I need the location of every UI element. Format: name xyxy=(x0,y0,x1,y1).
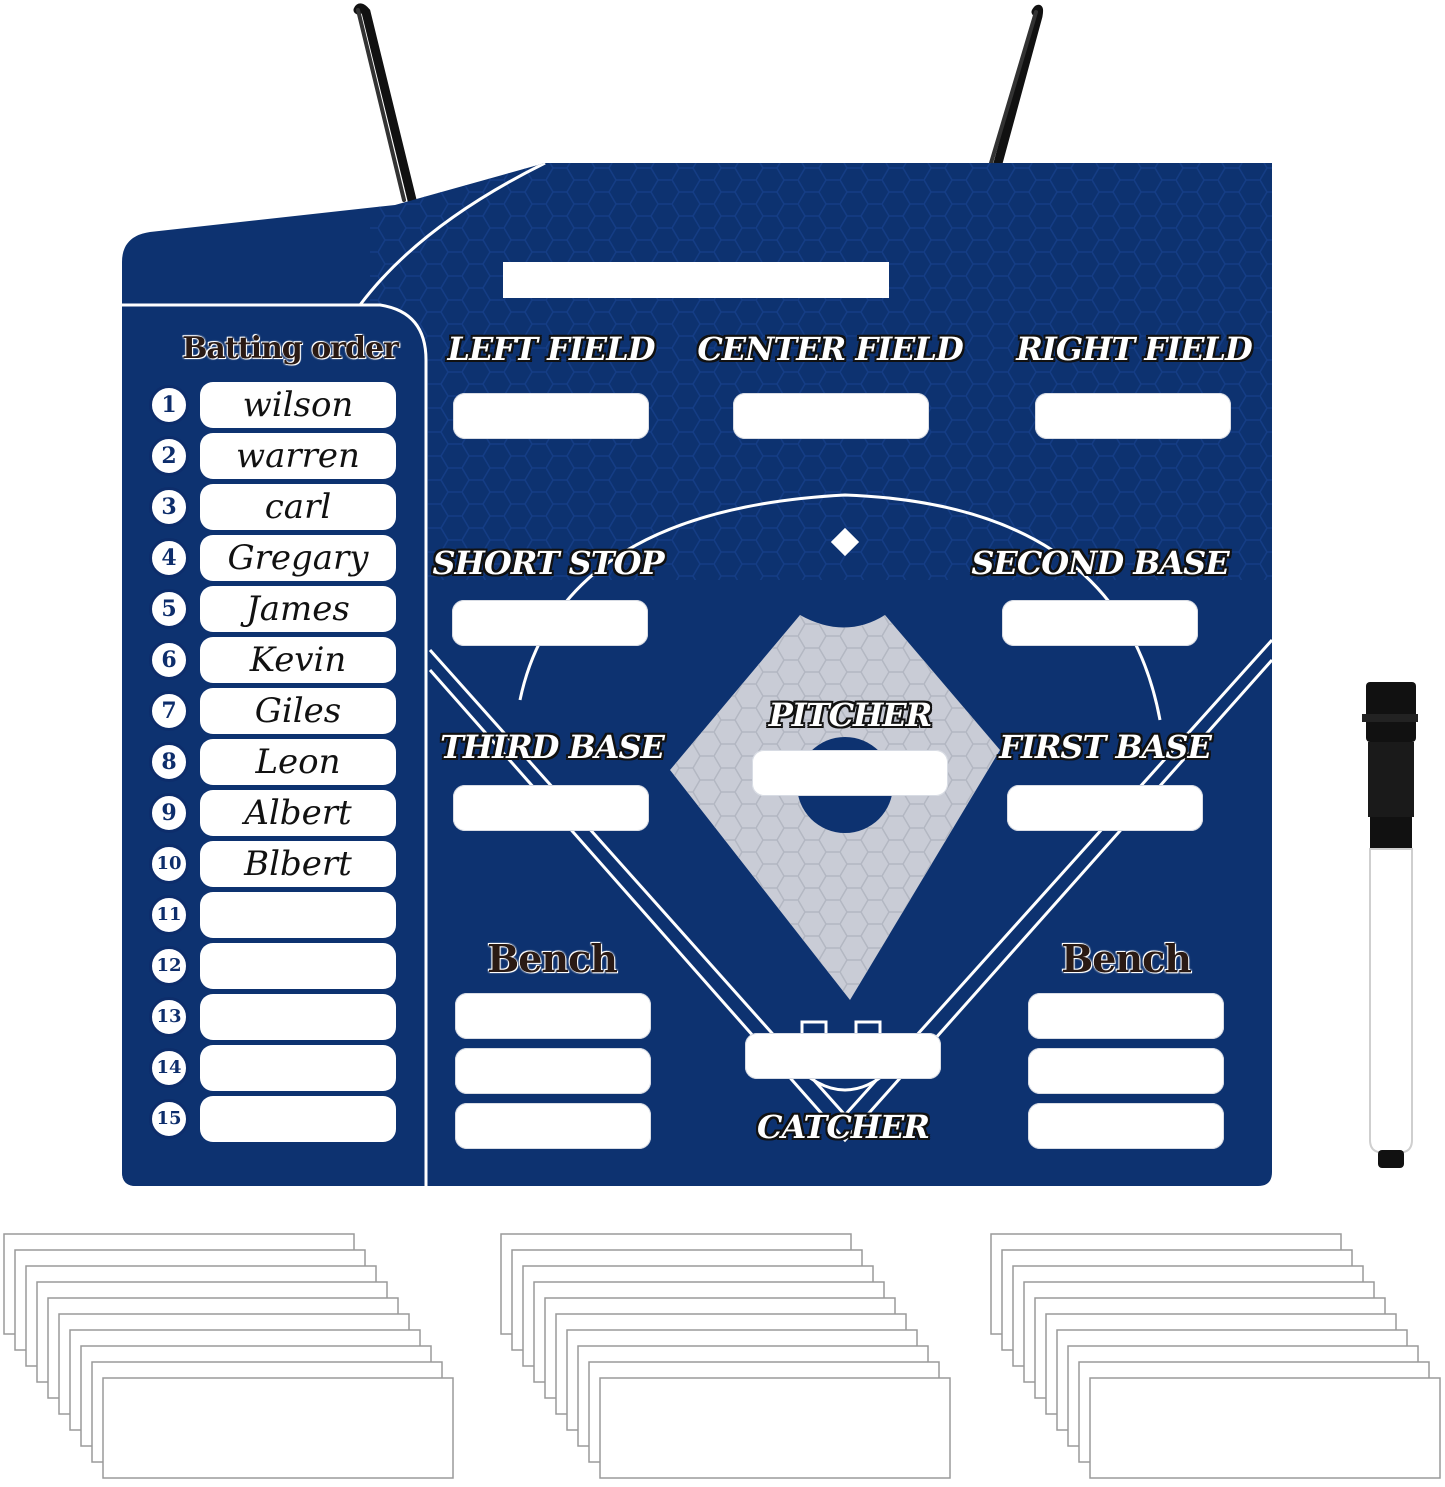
team-name-slot[interactable] xyxy=(503,262,889,298)
batting-order-number: 11 xyxy=(149,895,189,935)
pitcher-slot[interactable] xyxy=(752,750,948,796)
first-base-slot[interactable] xyxy=(1007,785,1203,831)
batting-order-slot[interactable]: Giles xyxy=(200,688,396,734)
batting-order-number: 12 xyxy=(149,946,189,986)
bench-right-label: Bench xyxy=(1061,936,1192,981)
right-field-label: RIGHT FIELD xyxy=(1016,330,1252,368)
batting-order-slot[interactable]: Kevin xyxy=(200,637,396,683)
batting-order-number: 10 xyxy=(149,844,189,884)
batting-order-number: 5 xyxy=(149,589,189,629)
catcher-slot[interactable] xyxy=(745,1033,941,1079)
batting-order-number: 14 xyxy=(149,1048,189,1088)
bench-left-slot-1[interactable] xyxy=(455,993,651,1039)
batting-order-number: 8 xyxy=(149,742,189,782)
batting-order-title: Batting order xyxy=(182,331,399,366)
right-field-slot[interactable] xyxy=(1035,393,1231,439)
batting-order-number: 2 xyxy=(149,436,189,476)
batting-order-number: 1 xyxy=(149,385,189,425)
first-base-label: FIRST BASE xyxy=(999,728,1212,766)
batting-order-slot[interactable]: wilson xyxy=(200,382,396,428)
left-field-label: LEFT FIELD xyxy=(447,330,656,368)
batting-order-slot[interactable]: Blbert xyxy=(200,841,396,887)
bench-left-slot-2[interactable] xyxy=(455,1048,651,1094)
left-field-slot[interactable] xyxy=(453,393,649,439)
bench-left-label: Bench xyxy=(487,936,618,981)
batting-order-slot[interactable]: James xyxy=(200,586,396,632)
bench-right-slot-2[interactable] xyxy=(1028,1048,1224,1094)
batting-order-slot[interactable] xyxy=(200,1096,396,1142)
batting-order-slot[interactable] xyxy=(200,1045,396,1091)
batting-order-slot[interactable]: carl xyxy=(200,484,396,530)
second-base-slot[interactable] xyxy=(1002,600,1198,646)
batting-order-slot[interactable]: Gregary xyxy=(200,535,396,581)
short-stop-slot[interactable] xyxy=(452,600,648,646)
batting-order-slot[interactable]: Leon xyxy=(200,739,396,785)
bench-right-slot-1[interactable] xyxy=(1028,993,1224,1039)
center-field-label: CENTER FIELD xyxy=(697,330,963,368)
batting-order-slot[interactable]: warren xyxy=(200,433,396,479)
batting-order-number: 4 xyxy=(149,538,189,578)
center-field-slot[interactable] xyxy=(733,393,929,439)
bench-right-slot-3[interactable] xyxy=(1028,1103,1224,1149)
batting-order-slot[interactable] xyxy=(200,943,396,989)
batting-order-number: 3 xyxy=(149,487,189,527)
batting-order-number: 7 xyxy=(149,691,189,731)
batting-order-slot[interactable] xyxy=(200,892,396,938)
blank-magnet-strip[interactable] xyxy=(1089,1377,1441,1479)
batting-order-number: 9 xyxy=(149,793,189,833)
third-base-label: THIRD BASE xyxy=(440,728,665,766)
batting-order-number: 15 xyxy=(149,1099,189,1139)
third-base-slot[interactable] xyxy=(453,785,649,831)
blank-magnet-strip[interactable] xyxy=(599,1377,951,1479)
catcher-label: CATCHER xyxy=(756,1108,930,1146)
dry-erase-marker-icon xyxy=(1362,682,1418,1168)
batting-order-number: 13 xyxy=(149,997,189,1037)
pitcher-label: PITCHER xyxy=(768,696,933,734)
short-stop-label: SHORT STOP xyxy=(432,544,664,582)
batting-order-number: 6 xyxy=(149,640,189,680)
bench-left-slot-3[interactable] xyxy=(455,1103,651,1149)
second-base-label: SECOND BASE xyxy=(971,544,1229,582)
batting-order-slot[interactable]: Albert xyxy=(200,790,396,836)
blank-magnet-strip[interactable] xyxy=(102,1377,454,1479)
batting-order-slot[interactable] xyxy=(200,994,396,1040)
blank-magnet-strips xyxy=(3,1233,1441,1479)
